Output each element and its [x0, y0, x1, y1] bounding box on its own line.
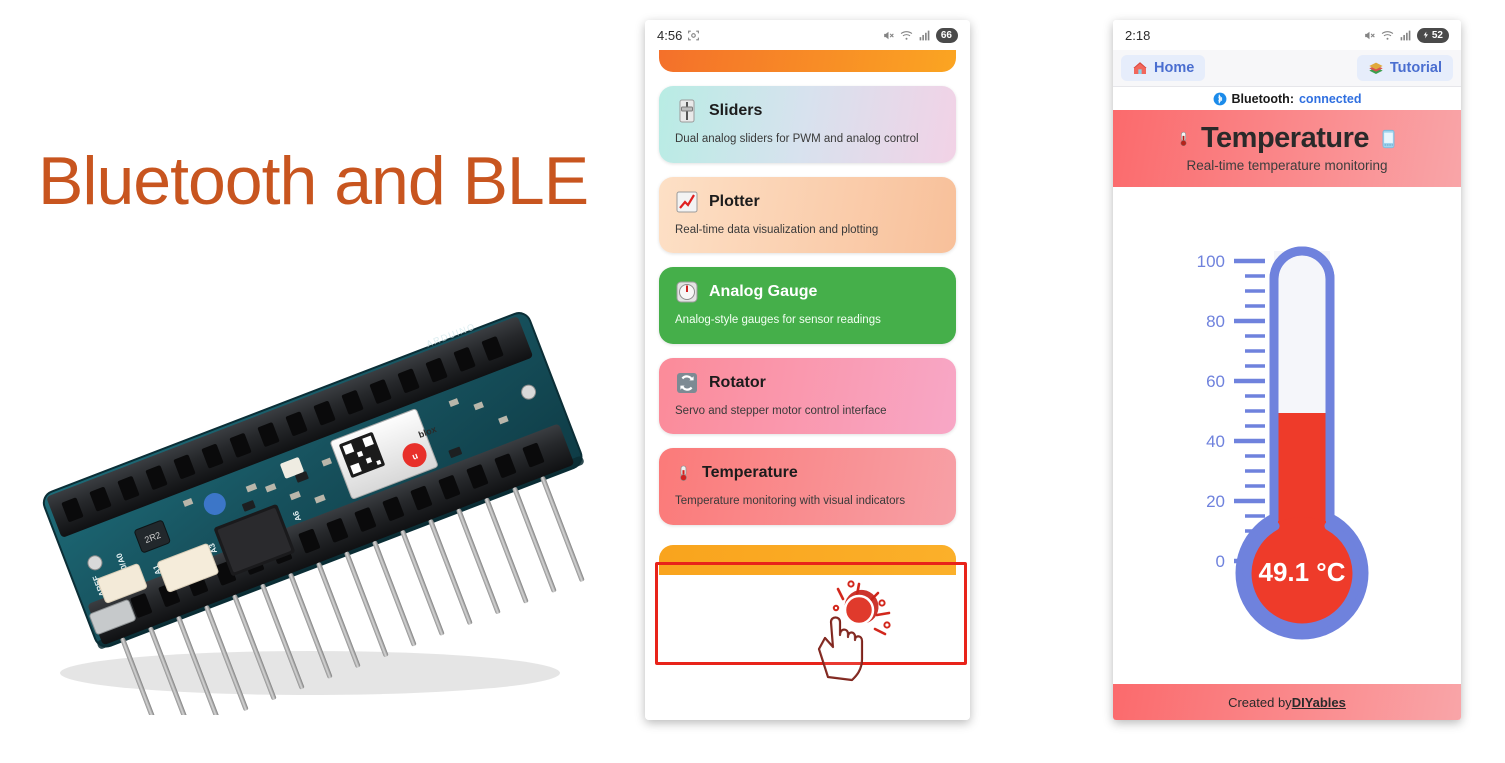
gauge-icon: [676, 281, 698, 303]
card-temperature-desc: Temperature monitoring with visual indic…: [675, 495, 906, 508]
brand-link[interactable]: DIYables: [1291, 694, 1346, 710]
status-time: 4:56: [657, 27, 683, 43]
thermometer-body: 49.1 °C: [1235, 246, 1369, 639]
mid-status-bar: 4:56 66: [645, 20, 970, 50]
mute-icon: [884, 31, 894, 39]
thermometer-icon: [680, 465, 687, 481]
bluetooth-status-bar: Bluetooth: connected: [1113, 87, 1461, 110]
card-plotter-head: Plotter: [675, 190, 940, 214]
tick-label-60: 60: [1206, 372, 1225, 391]
mid-app-screen: Sliders Dual analog sliders for PWM and …: [645, 50, 970, 720]
wifi-icon: [1381, 30, 1394, 40]
charging-bolt-icon: [1423, 31, 1428, 39]
home-button[interactable]: Home: [1121, 55, 1206, 81]
temperature-banner-subtitle: Real-time temperature monitoring: [1186, 158, 1388, 173]
temperature-banner-title: Temperature: [1200, 122, 1370, 154]
thermometer-scale: 100 80 60 40 20 0: [1197, 252, 1225, 571]
temperature-value: 49.1 °C: [1258, 557, 1345, 587]
temperature-banner: Temperature Real-time temperature monito…: [1113, 110, 1461, 187]
right-status-left: 2:18: [1125, 28, 1150, 43]
app-topbar: Home Tutorial: [1113, 50, 1461, 87]
card-plotter[interactable]: Plotter Real-time data visualization and…: [659, 176, 956, 254]
card-gauge-title: Analog Gauge: [709, 283, 818, 301]
feature-list[interactable]: Sliders Dual analog sliders for PWM and …: [645, 50, 970, 720]
list-item-partial-bottom[interactable]: [659, 544, 956, 575]
signal-icon: [1400, 30, 1411, 40]
bluetooth-status: connected: [1298, 91, 1362, 106]
slider-icon: [679, 99, 695, 123]
mute-icon: [1365, 31, 1375, 39]
home-button-label: Home: [1154, 60, 1195, 76]
bluetooth-label: Bluetooth:: [1231, 91, 1294, 106]
hero-panel: Bluetooth and BLE: [0, 0, 645, 763]
battery-indicator: 66: [935, 27, 958, 43]
card-rotator-desc: Servo and stepper motor control interfac…: [675, 404, 887, 417]
svg-text:u: u: [411, 450, 420, 461]
battery-level: 66: [940, 29, 952, 41]
wifi-icon: [900, 30, 913, 40]
mid-status-icons: 66: [882, 27, 958, 43]
thermometer-minor-ticks: [1245, 273, 1265, 548]
temperature-banner-row: Temperature: [1113, 122, 1461, 155]
card-rotator-title: Rotator: [709, 373, 766, 391]
card-temperature-head: Temperature: [675, 461, 940, 485]
card-sliders-head: Sliders: [675, 99, 940, 123]
created-prefix: Created by: [1228, 694, 1292, 710]
card-rotator[interactable]: Rotator Servo and stepper motor control …: [659, 357, 956, 435]
card-gauge-head: Analog Gauge: [675, 280, 940, 304]
right-created-by: Created by DIYables: [1113, 684, 1461, 720]
tick-label-80: 80: [1206, 312, 1225, 331]
tick-label-0: 0: [1216, 552, 1225, 571]
battery-level: 52: [1431, 29, 1443, 41]
house-icon: [1133, 62, 1147, 74]
status-time: 2:18: [1125, 27, 1151, 43]
list-item-partial-top[interactable]: [659, 50, 956, 72]
page-title: Bluetooth and BLE: [38, 143, 589, 219]
card-analog-gauge[interactable]: Analog Gauge Analog-style gauges for sen…: [659, 267, 956, 344]
right-phone-frame: 2:18 52: [1113, 20, 1461, 720]
card-gauge-desc: Analog-style gauges for sensor readings: [675, 314, 881, 327]
phone-icon: [1382, 129, 1395, 148]
tutorial-button-label: Tutorial: [1389, 60, 1442, 76]
battery-indicator: 52: [1416, 27, 1449, 43]
thermometer-svg: 100 80 60 40 20 0: [1197, 246, 1369, 639]
tick-label-40: 40: [1206, 432, 1225, 451]
tick-label-20: 20: [1206, 492, 1225, 511]
signal-icon: [919, 30, 930, 40]
arduino-board-image: ARDUINO AREF: [42, 312, 585, 715]
svg-text:A6: A6: [291, 509, 303, 522]
tick-label-100: 100: [1197, 252, 1225, 271]
rotate-icon: [677, 372, 697, 393]
card-rotator-head: Rotator: [675, 371, 940, 395]
thermometer-icon: [1180, 131, 1187, 146]
card-plotter-desc: Real-time data visualization and plottin…: [675, 223, 879, 236]
right-status-icons: 52: [1363, 27, 1449, 43]
card-sliders-desc: Dual analog sliders for PWM and analog c…: [675, 133, 919, 145]
books-icon: [1369, 62, 1383, 74]
card-temperature-title: Temperature: [702, 464, 798, 482]
middle-phone-frame: 4:56 66: [645, 20, 970, 720]
thermometer-chart: 100 80 60 40 20 0: [1113, 187, 1461, 684]
card-sliders-title: Sliders: [709, 102, 763, 119]
right-status-bar: 2:18 52: [1113, 20, 1461, 50]
screen-capture-icon: [688, 30, 700, 40]
right-app-screen: Home Tutorial Bluetooth: connected: [1113, 50, 1461, 720]
mid-status-left: 4:56: [657, 28, 700, 43]
card-plotter-title: Plotter: [709, 192, 760, 210]
bluetooth-icon: [1213, 92, 1226, 105]
card-sliders[interactable]: Sliders Dual analog sliders for PWM and …: [659, 86, 956, 163]
card-temperature[interactable]: Temperature Temperature monitoring with …: [659, 448, 956, 525]
chart-line-icon: [676, 191, 698, 213]
tutorial-button[interactable]: Tutorial: [1356, 55, 1453, 81]
